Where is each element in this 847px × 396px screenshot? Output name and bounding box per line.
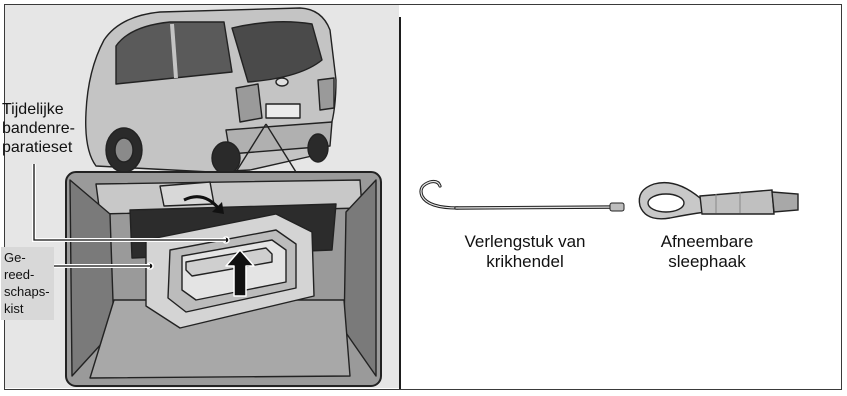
towing-eye-illustration xyxy=(639,183,798,219)
jack-handle-extension-label: Verlengstuk van krikhendel xyxy=(445,232,605,273)
towing-eye-label: Afneembare sleephaak xyxy=(642,232,772,273)
toolbox-label: Ge- reed- schaps- kist xyxy=(1,247,54,320)
car-illustration xyxy=(86,8,336,174)
jack-handle-extension-illustration xyxy=(421,182,624,212)
trunk-inset xyxy=(66,172,381,386)
repair-kit-label: Tijdelijke bandenre- paratieset xyxy=(2,100,75,158)
